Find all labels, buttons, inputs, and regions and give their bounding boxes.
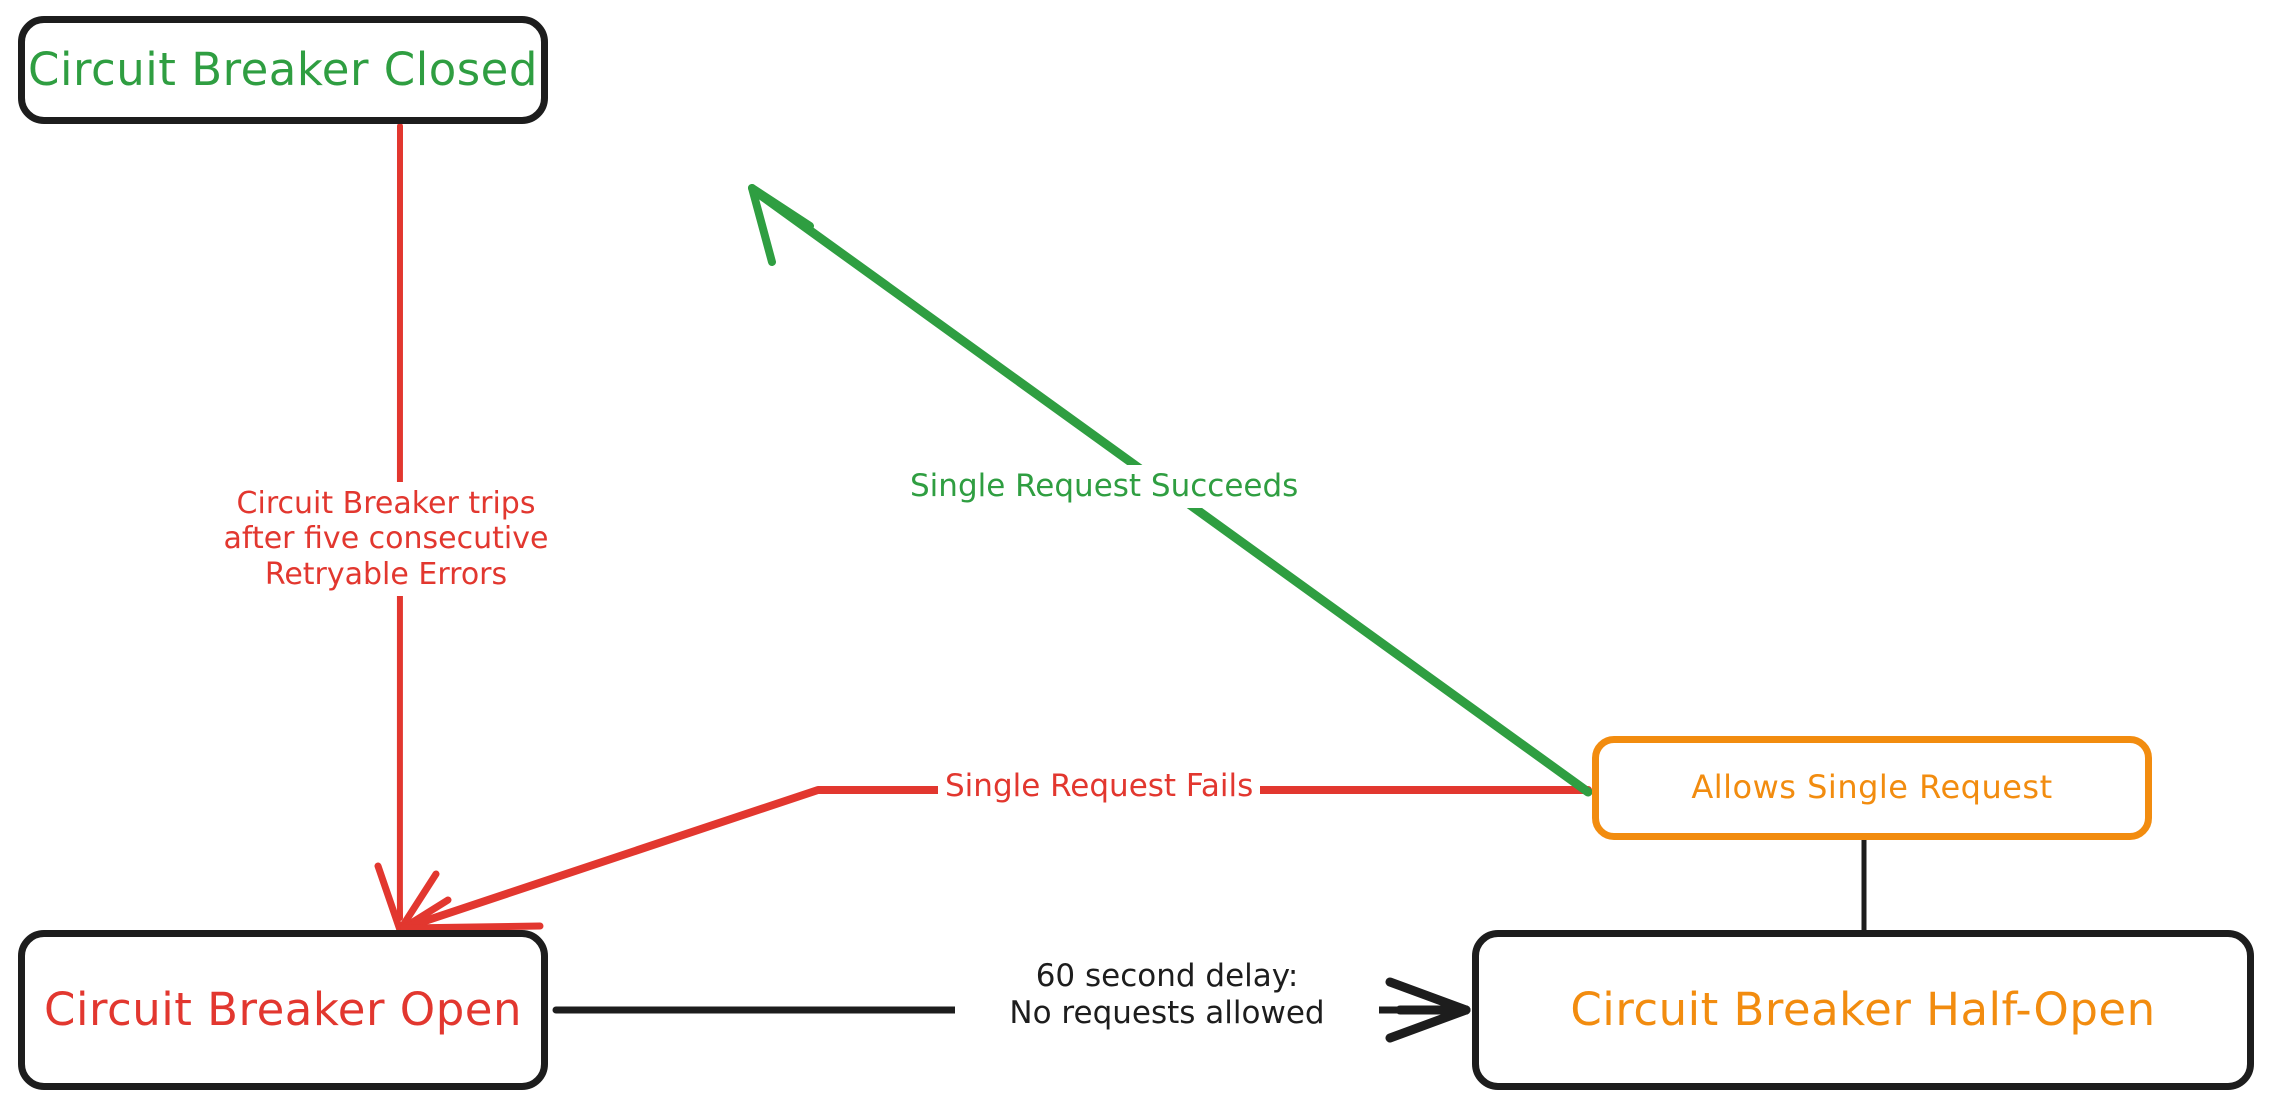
edge-label-line-1: Circuit Breaker trips [236, 486, 536, 521]
edge-label-single-request-fails: Single Request Fails [938, 765, 1261, 808]
state-node-circuit-breaker-half-open[interactable]: Circuit Breaker Half-Open [1472, 930, 2254, 1090]
state-node-label: Circuit Breaker Open [44, 983, 522, 1037]
edge-label-sixty-second-delay: 60 second delay: No requests allowed [955, 955, 1379, 1035]
edge-label-line-2: No requests allowed [1009, 994, 1325, 1031]
edge-label-line-1: 60 second delay: [1035, 958, 1299, 994]
edge-label-text: Single Request Succeeds [910, 468, 1299, 504]
state-node-allows-single-request[interactable]: Allows Single Request [1592, 736, 2152, 840]
state-node-label: Circuit Breaker Half-Open [1570, 983, 2156, 1037]
edge-label-line-3: Retryable Errors [264, 556, 508, 592]
state-node-label: Circuit Breaker Closed [28, 43, 538, 97]
edge-label-line-2: after five consecutive [223, 521, 549, 557]
state-node-circuit-breaker-closed[interactable]: Circuit Breaker Closed [18, 16, 548, 124]
edge-label-circuit-breaker-trips: Circuit Breaker trips after five consecu… [178, 482, 594, 597]
state-node-label: Allows Single Request [1691, 768, 2053, 807]
edge-label-single-request-succeeds: Single Request Succeeds [903, 465, 1306, 508]
edge-label-text: Single Request Fails [945, 768, 1254, 804]
state-node-circuit-breaker-open[interactable]: Circuit Breaker Open [18, 930, 548, 1090]
edge-allows-to-open [400, 786, 1592, 932]
